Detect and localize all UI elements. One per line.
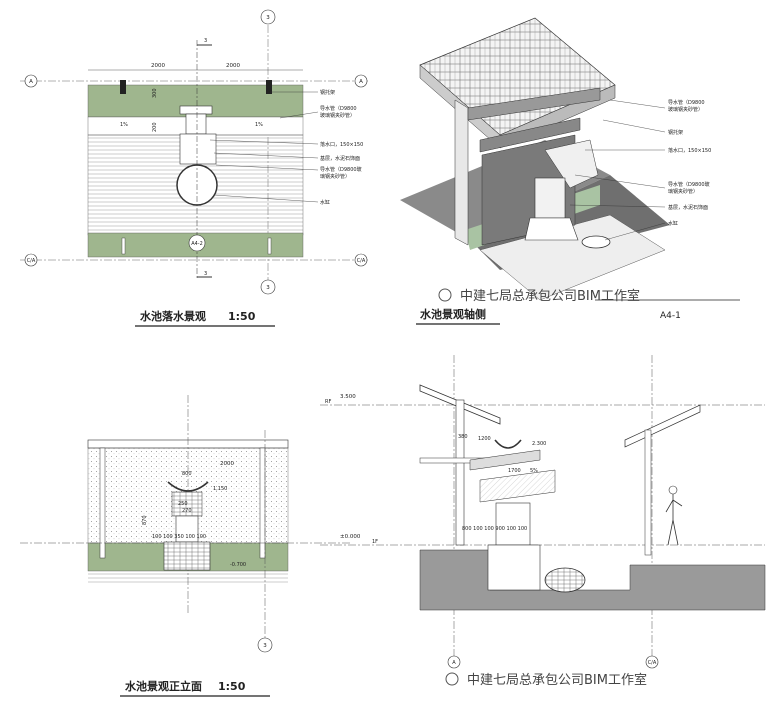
watermark-bottom: 中建七局总承包公司BIM工作室 (445, 672, 647, 688)
plan-dim-2: 2000 (226, 63, 240, 69)
plan-label-3: 落水口，150×150 (320, 141, 363, 148)
elevation-dim-e1: 870 (142, 515, 148, 525)
section-dim-5: 380 (458, 434, 468, 440)
axon-label-4: 导水管（D9800玻 (668, 181, 710, 188)
section-dim-row: 800 100 100 900 100 100 (462, 526, 527, 532)
axon-label-2: 钢托架 (668, 129, 683, 136)
axon-label-6: 水缸 (668, 220, 678, 227)
section-water-jar (544, 567, 586, 593)
grid-3-bottom: 3 (266, 285, 270, 291)
elevation-dim-r3: 270 (182, 508, 192, 514)
grid-bubble-a-right (354, 74, 368, 88)
plan-scale: 1:50 (228, 310, 256, 323)
watermark-top: 中建七局总承包公司BIM工作室 (438, 288, 640, 304)
axon-tag: A4-1 (660, 311, 681, 321)
plan-title: 水池落水景观 (140, 309, 206, 323)
plan-dim-1: 2000 (151, 63, 165, 69)
axon-panel: 导水管（D9800 玻璃钢夹砂管） 钢托架 落水口，150×150 导水管（D9… (400, 17, 740, 325)
grid-3-top: 3 (266, 15, 270, 21)
watermark-bottom-text: 中建七局总承包公司BIM工作室 (467, 672, 647, 688)
section-dim-2: 2.300 (532, 441, 546, 447)
axon-label-1: 导水管（D9800 (668, 99, 705, 106)
plan-section-mark-bottom: 3 (204, 271, 207, 277)
axon-label-1b: 玻璃钢夹砂管） (668, 106, 703, 113)
plan-label-5: 导水管（D9800玻 (320, 166, 362, 173)
axon-label-3: 落水口，150×150 (668, 147, 711, 154)
plan-label-2: 导水管（D9800 (320, 105, 357, 112)
plan-label-6: 水缸 (320, 199, 330, 206)
watermark-top-text: 中建七局总承包公司BIM工作室 (460, 288, 640, 304)
grid-c-left: C/A (27, 258, 36, 264)
plan-label-5b: 璃钢夹砂管） (320, 173, 350, 180)
plan-section-mark-top: 3 (204, 38, 207, 44)
grid-a-left: A (29, 79, 33, 85)
section-gl-tag: 1F (372, 539, 378, 545)
elevation-panel: 3 2000 800 1,150 250 270 870 100 100 350… (20, 395, 350, 697)
section-gl-level: ±0.000 (340, 534, 361, 540)
section-dim-1: 1200 (478, 436, 491, 442)
axon-tiled-roof (419, 17, 616, 136)
elevation-dim-row: 100 100 350 100 100 (152, 534, 206, 540)
section-grid-c: C/A (648, 660, 657, 666)
elevation-dim-r2: 250 (178, 501, 188, 507)
plan-slope-1: 1% (120, 122, 128, 128)
plan-label-1: 钢托架 (320, 89, 335, 96)
section-ground (419, 549, 766, 611)
section-human-figure (668, 485, 678, 495)
axon-title: 水池景观轴侧 (420, 307, 486, 321)
elevation-title: 水池景观正立面 (125, 679, 202, 693)
plan-dim-h2: 200 (152, 122, 158, 132)
grid-bubble-a-left (24, 74, 38, 88)
section-rf-tag: RF (325, 399, 331, 405)
grid-bubble-c-left (24, 253, 38, 267)
elevation-grid-3: 3 (263, 643, 267, 649)
grid-a-right: A (359, 79, 363, 85)
plan-detail-tag: A4-2 (191, 241, 203, 247)
section-grid-a: A (452, 660, 456, 666)
grid-c-right: C/A (357, 258, 366, 264)
elevation-level: -0.700 (230, 562, 246, 568)
grid-bubble-3-bottom (260, 279, 276, 295)
elevation-dim-h1: 1,150 (213, 486, 227, 492)
grid-bubble-3-top (260, 9, 276, 25)
elevation-fountain-base (163, 541, 211, 571)
plan-slope-2: 1% (255, 122, 263, 128)
plan-dim-h1: 300 (152, 88, 158, 98)
elevation-dim-r1: 800 (182, 471, 192, 477)
section-dim-3: 1700 (508, 468, 521, 474)
section-panel: RF 3.500 ±0.000 1F 1200 2.300 1700 5% 38… (320, 355, 766, 669)
axon-label-5: 基层，水泥石饰面 (668, 204, 708, 211)
axon-water-jar (581, 235, 611, 249)
plan-label-4: 基层，水泥石饰面 (320, 155, 360, 162)
section-rf-level: 3.500 (340, 394, 356, 400)
plan-panel: A A C/A C/A 3 3 2000 2000 300 200 1% 1% (20, 9, 370, 327)
section-dim-4: 5% (530, 468, 538, 474)
plan-label-2b: 玻璃钢夹砂管） (320, 112, 355, 119)
axon-label-4b: 璃钢夹砂管） (668, 188, 698, 195)
elevation-scale: 1:50 (218, 680, 246, 693)
grid-bubble-c-right (354, 253, 368, 267)
elevation-dim-1: 2000 (220, 461, 234, 467)
